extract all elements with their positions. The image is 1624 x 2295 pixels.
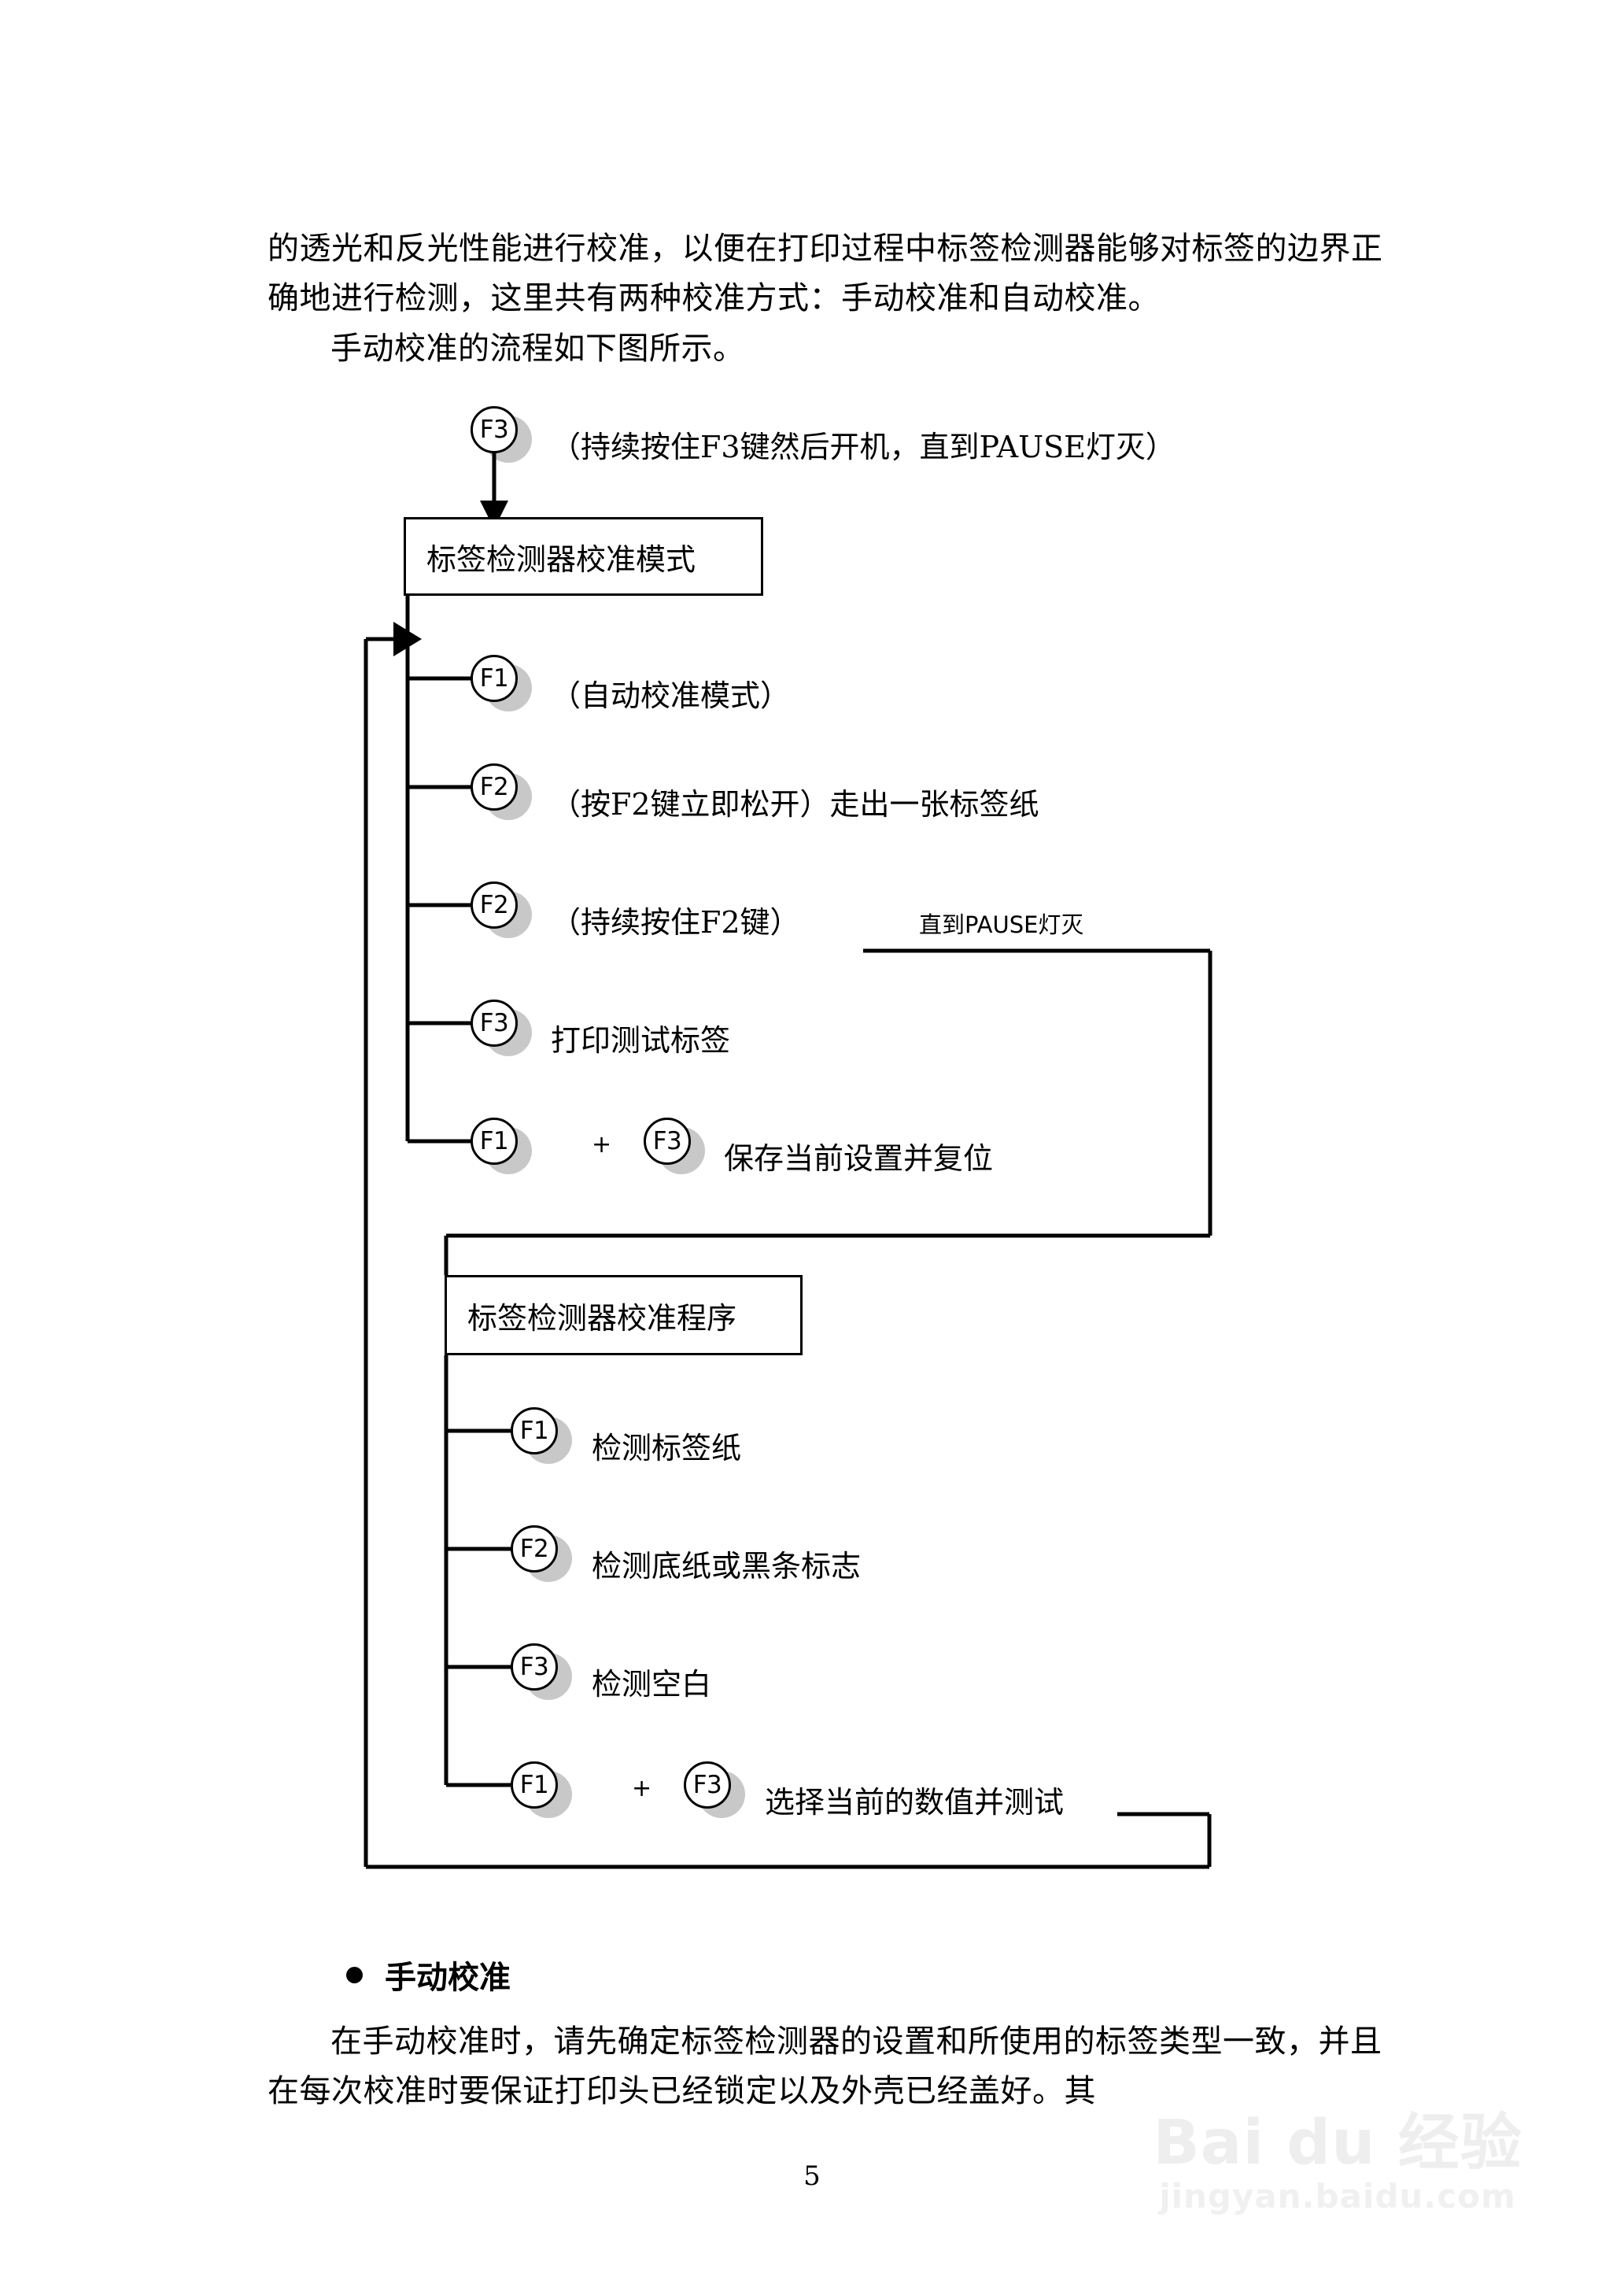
procedure-step-1-note: 检测底纸或黑条标志 [592, 1549, 862, 1584]
mode-step-2-note: （持续按住F2键） [551, 905, 800, 940]
flowchart-lead-sentence: 手动校准的流程如下图所示。 [330, 331, 745, 367]
procedure-step-0-note: 检测标签纸 [592, 1431, 742, 1465]
pause-branch-label: 直到PAUSE灯灭 [919, 911, 1084, 938]
key-circle-procedure-step-0[interactable]: F1 [511, 1407, 558, 1454]
arrowheads [393, 501, 508, 656]
key-circle-mode-step-4a[interactable]: F1 [471, 1118, 518, 1165]
bullet-heading-row: 手动校准 [346, 1952, 511, 1998]
key-circle-procedure-step-2[interactable]: F3 [511, 1643, 558, 1691]
key-circle-procedure-step-3a[interactable]: F1 [511, 1761, 558, 1809]
key-circle-mode-step-4b[interactable]: F3 [644, 1118, 691, 1165]
bullet-body-paragraph: 在手动校准时，请先确定标签检测器的设置和所使用的标签类型一致，并且在每次校准时要… [268, 2023, 1382, 2109]
key-circle-mode-step-2[interactable]: F2 [471, 881, 518, 929]
mode-step-0-note: （自动校准模式） [551, 678, 791, 713]
procedure-step-2-note: 检测空白 [592, 1667, 712, 1702]
intro-paragraph: 的透光和反光性能进行校准，以便在打印过程中标签检测器能够对标签的边界正确地进行检… [268, 231, 1383, 316]
start-note-label: （持续按住F3键然后开机，直到PAUSE灯灭） [551, 430, 1176, 464]
key-circle-procedure-step-3b[interactable]: F3 [684, 1761, 731, 1809]
plus-symbol-procedure: + [632, 1775, 652, 1802]
key-circle-mode-step-3[interactable]: F3 [471, 1000, 518, 1047]
bullet-dot-icon [346, 1966, 363, 1983]
mode-step-1-note: （按F2键立即松开）走出一张标签纸 [551, 787, 1039, 822]
plus-symbol-mode: + [592, 1131, 612, 1159]
page-number: 5 [803, 2160, 821, 2192]
key-circle-start-f3[interactable]: F3 [471, 406, 518, 453]
circle-shadows [485, 416, 745, 1818]
key-circle-mode-step-1[interactable]: F2 [471, 763, 518, 811]
procedure-box: 标签检测器校准程序 [445, 1275, 803, 1355]
mode-step-3-note: 打印测试标签 [551, 1023, 731, 1058]
bullet-title: 手动校准 [385, 1959, 511, 1996]
procedure-step-3-note: 选择当前的数值并测试 [765, 1785, 1065, 1820]
key-circle-mode-step-0[interactable]: F1 [471, 655, 518, 702]
mode-step-4-note: 保存当前设置并复位 [724, 1141, 994, 1176]
mode-box: 标签检测器校准模式 [404, 517, 763, 596]
key-circle-procedure-step-1[interactable]: F2 [511, 1525, 558, 1572]
